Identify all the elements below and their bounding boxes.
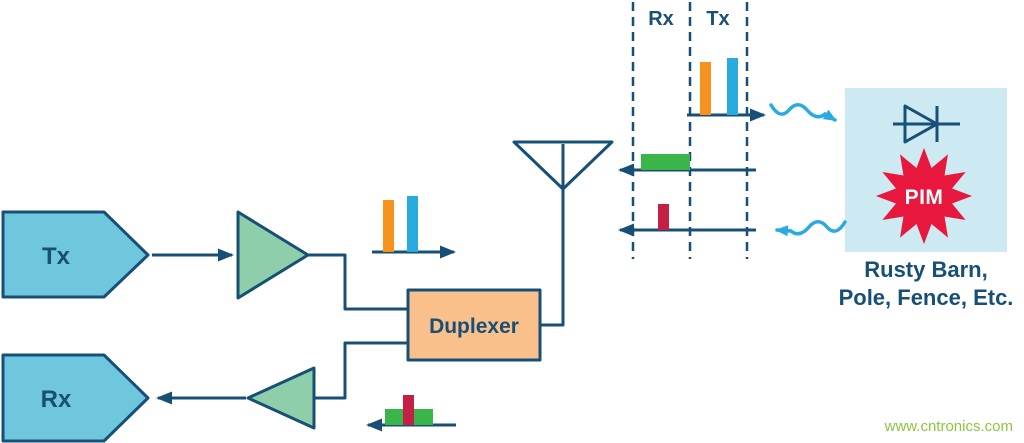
pim-starburst-icon: [876, 148, 972, 244]
duplexer-block: [406, 288, 542, 362]
duplexer-label: Duplexer: [429, 315, 519, 338]
tx-band-blue-bar: [727, 58, 738, 115]
tx-band-label: Tx: [706, 8, 729, 30]
tx-block: [1, 210, 150, 299]
pim-product-red-bar: [658, 204, 669, 230]
tx-band-orange-bar: [700, 62, 711, 115]
tx-amplifier-icon: [236, 210, 310, 300]
rx-band-label: Rx: [648, 8, 674, 30]
tx-spectrum-blue-bar: [407, 196, 418, 252]
rx-block-label: Rx: [41, 386, 72, 413]
pim-label: PIM: [905, 186, 944, 209]
amp-to-duplexer-connector: [308, 253, 408, 311]
rx-block: [1, 353, 150, 443]
antenna-icon: [512, 140, 614, 325]
tx-to-pim-squiggle-arrow: [769, 103, 837, 122]
pim-to-rx-squiggle-arrow: [775, 220, 847, 237]
rx-band-green-bar: [641, 154, 690, 170]
rx-amplifier-icon: [246, 366, 316, 430]
rx-spectrum-red-bar: [403, 395, 414, 425]
diode-icon: [893, 104, 960, 144]
duplexer-to-rx-amp-connector: [314, 341, 408, 400]
tx-spectrum-orange-bar: [383, 200, 394, 252]
pim-caption-line2: Pole, Fence, Etc.: [839, 285, 1014, 310]
watermark-text: www.cntronics.com: [884, 418, 1013, 435]
tx-block-label: Tx: [42, 243, 71, 270]
duplexer-to-antenna-connector: [540, 190, 565, 327]
pim-caption-line1: Rusty Barn,: [864, 257, 987, 282]
